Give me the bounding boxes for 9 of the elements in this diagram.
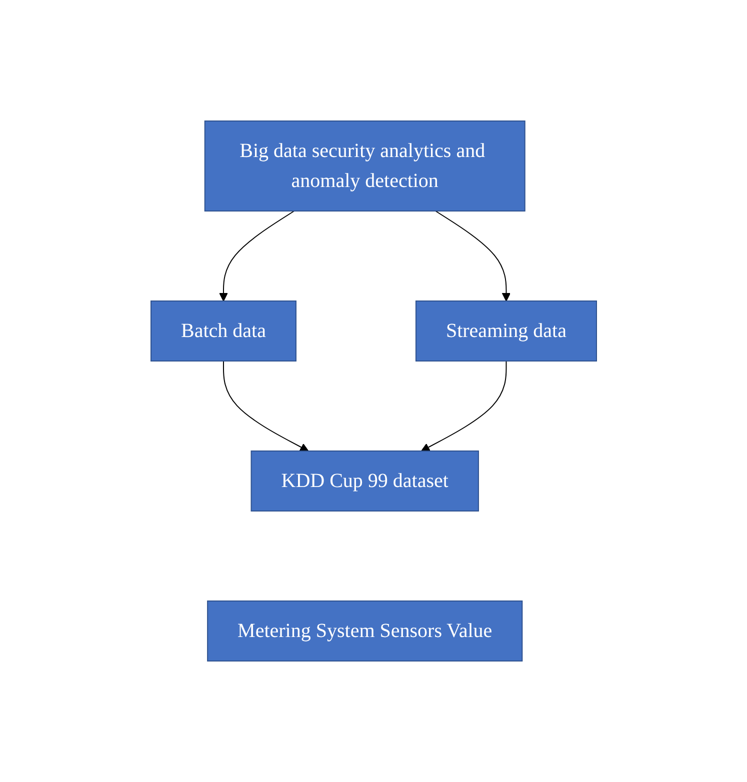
node-box: Batch data bbox=[150, 300, 296, 362]
arrow bbox=[222, 360, 308, 452]
node-box: Streaming data bbox=[415, 300, 597, 362]
node-box: KDD Cup 99 dataset bbox=[250, 450, 479, 512]
arrow bbox=[420, 360, 506, 452]
node-box: Big data security analytics and anomaly detection bbox=[204, 120, 526, 212]
arrow bbox=[218, 210, 294, 302]
node-box: Metering System Sensors Value bbox=[206, 600, 522, 662]
arrow bbox=[434, 210, 510, 302]
